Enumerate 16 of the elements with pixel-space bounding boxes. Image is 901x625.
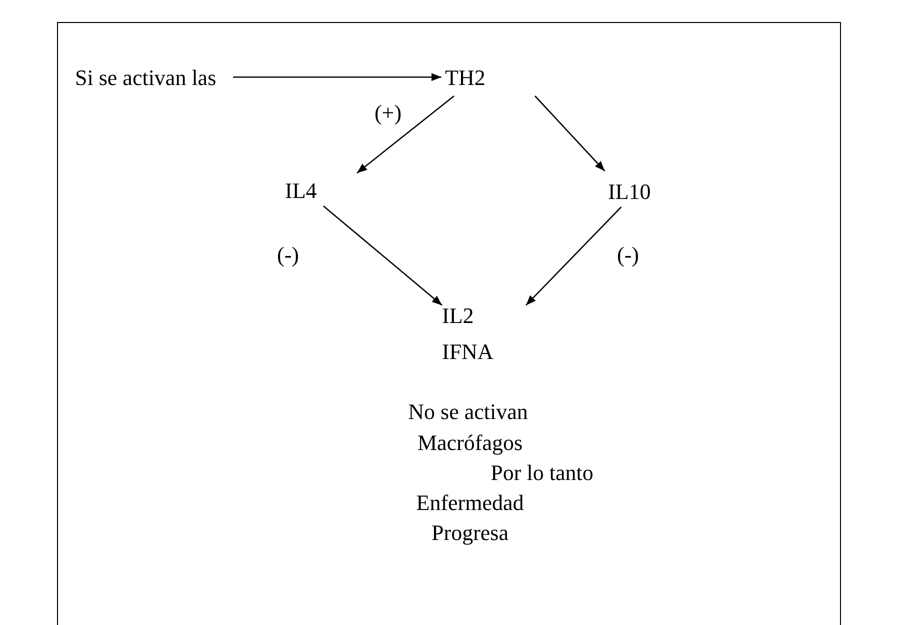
arrow: [526, 206, 622, 306]
note-text: No se activan: [408, 399, 528, 425]
node-label: Si se activan las: [75, 63, 216, 93]
note-text: Macrófagos: [417, 430, 523, 456]
node-text: IL2: [442, 302, 475, 330]
arrow: [534, 96, 606, 172]
node-label: IL10: [608, 177, 651, 207]
note-text: Enfermedad: [416, 490, 524, 516]
node-label: TH2: [445, 63, 486, 93]
node-label: IL4: [285, 176, 317, 206]
note-text: Por lo tanto: [490, 460, 594, 486]
arrow: [356, 96, 454, 174]
arrow: [322, 206, 442, 306]
node-text: IFNA: [442, 338, 494, 366]
arrow: [233, 73, 442, 82]
note-text: Progresa: [432, 520, 508, 546]
